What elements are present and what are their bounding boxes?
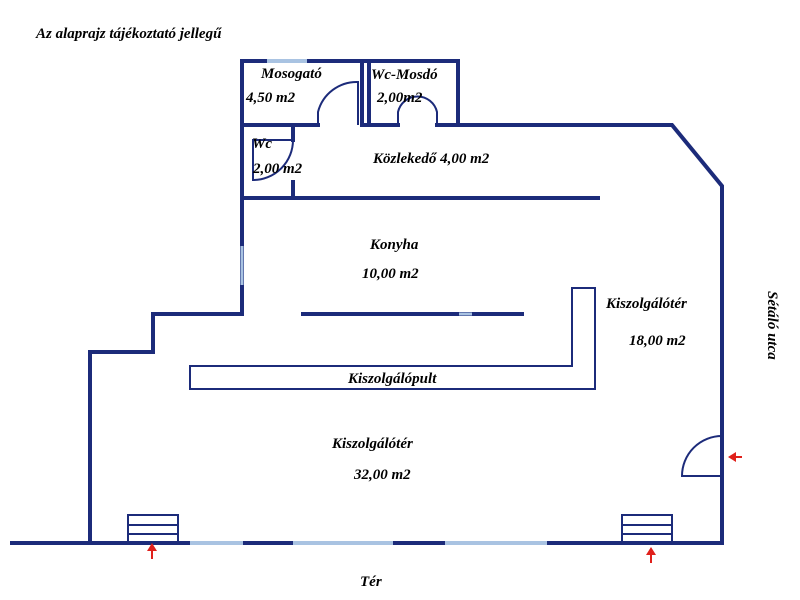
room-mosogato-area: 4,50 m2 — [245, 90, 296, 106]
street-right-label: Sétáló utca — [764, 291, 780, 360]
door-swing-icon — [252, 80, 723, 477]
room-kiszolgaloter-main-area: 32,00 m2 — [353, 467, 411, 483]
room-wc-area: 2,00 m2 — [252, 161, 303, 177]
room-kiszolgaloter-right-area: 18,00 m2 — [629, 333, 686, 349]
room-konyha-name: Konyha — [369, 237, 419, 253]
street-bottom-label: Tér — [360, 574, 382, 590]
room-mosogato-name: Mosogató — [260, 66, 322, 82]
room-wc-name: Wc — [252, 136, 272, 152]
service-counter — [189, 287, 596, 390]
room-wc-mosdo-name: Wc-Mosdó — [371, 67, 438, 83]
windows — [190, 59, 547, 545]
room-konyha-area: 10,00 m2 — [362, 266, 419, 282]
room-kiszolgaloter-main-name: Kiszolgálótér — [331, 436, 413, 452]
inner-walls — [240, 59, 600, 316]
room-wc-mosdo-area: 2,00m2 — [376, 90, 423, 106]
room-kiszolgaloter-right-name: Kiszolgálótér — [605, 296, 687, 312]
disclaimer-note: Az alaprajz tájékoztató jellegű — [35, 26, 222, 42]
entrance-arrow-icon — [147, 452, 742, 563]
entrance-steps — [127, 514, 673, 544]
room-kozlekedo-label: Közlekedő 4,00 m2 — [372, 151, 490, 167]
counter-label: Kiszolgálópult — [347, 371, 437, 387]
